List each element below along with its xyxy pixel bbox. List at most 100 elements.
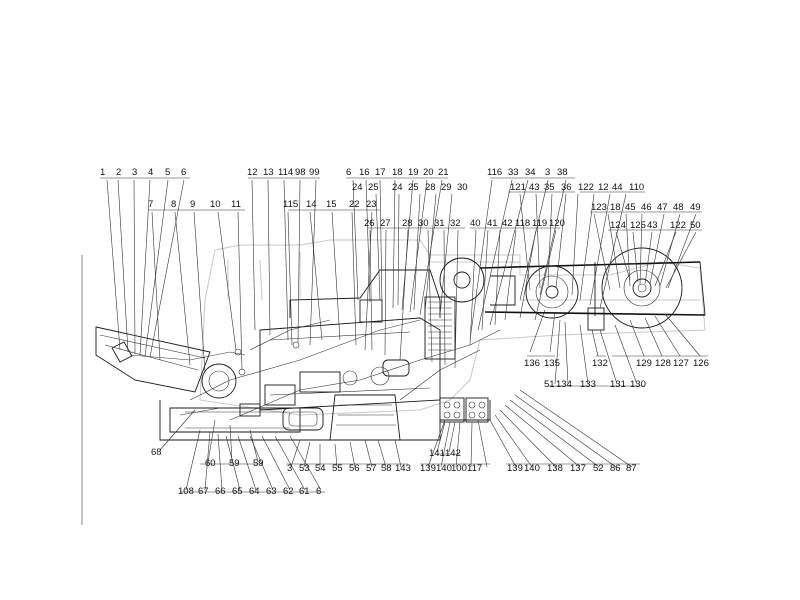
callout: 122 <box>670 220 686 231</box>
callout: 117 <box>467 463 482 474</box>
callout: 28 <box>425 182 436 193</box>
callout: 59 <box>253 458 264 469</box>
rear-drum-right <box>601 247 683 329</box>
callout: 119 <box>532 218 547 229</box>
callout: 48 <box>673 202 684 213</box>
callout: 133 <box>580 379 596 390</box>
callout: 3 <box>545 167 550 178</box>
callout: 142 <box>445 448 461 459</box>
callout: 44 <box>612 182 623 193</box>
callout: 139 <box>507 463 523 474</box>
callout: 98 <box>295 167 306 178</box>
base-frame <box>159 400 491 441</box>
callout: 50 <box>690 220 701 231</box>
callout: 135 <box>544 358 560 369</box>
callout: 36 <box>561 182 572 193</box>
callout: 15 <box>326 199 337 210</box>
callout: 40 <box>470 218 481 229</box>
callout: 43 <box>647 220 658 231</box>
callout: 34 <box>525 167 536 178</box>
center-body <box>259 317 441 411</box>
radiator-grille <box>424 296 456 360</box>
callout: 49 <box>690 202 701 213</box>
callout: 30 <box>418 218 429 229</box>
callout: 132 <box>592 358 608 369</box>
callout: 120 <box>549 218 565 229</box>
callout: 25 <box>368 182 379 193</box>
callout: 6 <box>181 167 186 178</box>
callout: 20 <box>423 167 434 178</box>
callout: 136 <box>524 358 540 369</box>
callout-labels: 1 2 3 4 5 6 7 8 9 10 11 12 13 114 98 99 … <box>100 167 709 497</box>
pipework <box>179 319 501 421</box>
callout: 134 <box>556 379 572 390</box>
callout: 51 <box>544 379 555 390</box>
front-boom <box>95 326 211 393</box>
callout: 10 <box>210 199 221 210</box>
callout: 63 <box>266 486 277 497</box>
callout: 59 <box>229 458 240 469</box>
callout: 126 <box>693 358 709 369</box>
callout: 2 <box>116 167 121 178</box>
callout: 66 <box>215 486 226 497</box>
callout: 4 <box>148 167 153 178</box>
callout: 43 <box>529 182 540 193</box>
callout: 27 <box>380 218 391 229</box>
callout: 23 <box>366 199 377 210</box>
callout: 127 <box>673 358 689 369</box>
callout: 55 <box>332 463 343 474</box>
callout: 41 <box>487 218 498 229</box>
callout: 18 <box>610 202 621 213</box>
callout: 32 <box>450 218 461 229</box>
callout: 19 <box>408 167 419 178</box>
callout: 64 <box>249 486 260 497</box>
callout: 99 <box>309 167 320 178</box>
hydraulic-block-b <box>465 397 489 423</box>
callout: 6 <box>316 486 321 497</box>
callout: 137 <box>570 463 586 474</box>
callout: 140 <box>436 463 452 474</box>
callout: 14 <box>306 199 317 210</box>
callout: 12 <box>598 182 609 193</box>
callout: 12 <box>247 167 258 178</box>
callout: 100 <box>451 463 467 474</box>
callout: 87 <box>626 463 637 474</box>
boom-cylinder <box>111 341 133 363</box>
filter-housing <box>382 359 410 377</box>
callout: 108 <box>178 486 194 497</box>
callout: 124 <box>610 220 626 231</box>
callout: 129 <box>636 358 652 369</box>
callout: 26 <box>364 218 375 229</box>
leader-lines <box>100 177 708 493</box>
callout: 30 <box>457 182 468 193</box>
callout: 57 <box>366 463 377 474</box>
callout: 131 <box>610 379 626 390</box>
callout: 58 <box>381 463 392 474</box>
callout: 139 <box>420 463 436 474</box>
rear-arm <box>479 261 706 316</box>
callout: 122 <box>578 182 594 193</box>
oil-tank <box>282 407 324 431</box>
callout: 9 <box>190 199 195 210</box>
callout: 17 <box>375 167 386 178</box>
callout: 56 <box>349 463 360 474</box>
callout: 7 <box>148 199 153 210</box>
callout: 42 <box>502 218 513 229</box>
front-roller <box>201 363 237 399</box>
callout: 28 <box>402 218 413 229</box>
callout: 128 <box>655 358 671 369</box>
callout: 18 <box>392 167 403 178</box>
callout: 16 <box>359 167 370 178</box>
callout: 125 <box>630 220 646 231</box>
callout: 47 <box>657 202 668 213</box>
callout: 114 <box>278 167 293 178</box>
callout: 118 <box>515 218 530 229</box>
callout: 21 <box>438 167 449 178</box>
motor-housing <box>329 394 401 441</box>
callout: 8 <box>171 199 176 210</box>
callout: 29 <box>441 182 452 193</box>
callout: 62 <box>283 486 294 497</box>
valve-block <box>587 307 605 331</box>
callout: 115 <box>283 199 298 210</box>
